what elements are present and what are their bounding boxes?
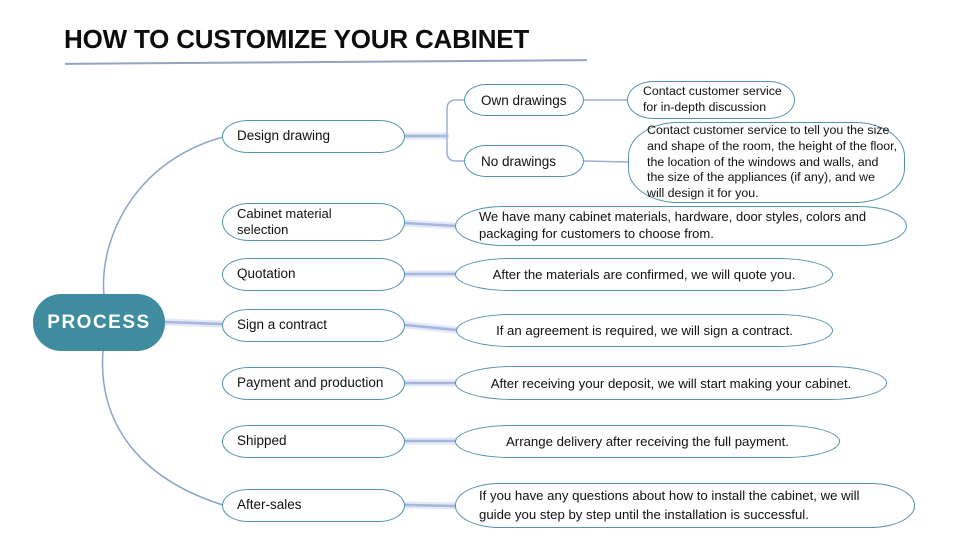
page-title: HOW TO CUSTOMIZE YOUR CABINET bbox=[64, 24, 530, 54]
bubble-payment-detail-text: After receiving your deposit, we will st… bbox=[490, 375, 852, 391]
connector-aftersales-detail bbox=[403, 503, 458, 508]
node-own-drawings: Own drawings bbox=[464, 84, 584, 116]
node-after-sales-label: After-sales bbox=[237, 497, 302, 513]
node-own-drawings-label: Own drawings bbox=[481, 92, 567, 108]
node-payment-and-production: Payment and production bbox=[222, 367, 405, 400]
connector-nodrawings-detail bbox=[583, 160, 630, 163]
node-no-drawings-label: No drawings bbox=[481, 153, 557, 169]
connector-cabinet-detail bbox=[403, 221, 458, 228]
bubble-contract-detail-text: If an agreement is required, we will sig… bbox=[496, 323, 793, 338]
node-payment-and-production-label: Payment and production bbox=[237, 375, 384, 391]
node-quotation-label: Quotation bbox=[237, 266, 296, 282]
bubble-own-drawings-detail: Contact customer service for in-depth di… bbox=[627, 81, 795, 119]
bubble-cabinet-material-detail: We have many cabinet materials, hardware… bbox=[455, 206, 907, 246]
node-quotation: Quotation bbox=[222, 258, 405, 291]
node-shipped-label: Shipped bbox=[237, 433, 287, 449]
node-after-sales: After-sales bbox=[222, 489, 405, 522]
bubble-after-sales-detail: If you have any questions about how to i… bbox=[455, 483, 915, 528]
node-cabinet-material-selection: Cabinet material selection bbox=[222, 203, 405, 241]
node-sign-a-contract-label: Sign a contract bbox=[237, 317, 328, 333]
bubble-no-drawings-detail-text: Contact customer service to tell you the… bbox=[647, 123, 898, 201]
connector-process-design bbox=[102, 136, 224, 296]
bubble-own-drawings-detail-text: Contact customer service for in-depth di… bbox=[643, 84, 782, 114]
bubble-after-sales-detail-text: If you have any questions about how to i… bbox=[479, 488, 860, 522]
node-design-drawing-label: Design drawing bbox=[237, 128, 331, 144]
bubble-quotation-detail: After the materials are confirmed, we wi… bbox=[455, 258, 833, 291]
bubble-no-drawings-detail: Contact customer service to tell you the… bbox=[628, 122, 905, 203]
bubble-quotation-detail-text: After the materials are confirmed, we wi… bbox=[492, 267, 796, 282]
node-design-drawing: Design drawing bbox=[222, 120, 405, 153]
process-root-node: PROCESS bbox=[33, 294, 165, 351]
bubble-shipped-detail-text: Arrange delivery after receiving the ful… bbox=[506, 434, 789, 449]
process-root-label: PROCESS bbox=[47, 311, 151, 333]
bubble-cabinet-material-detail-text: We have many cabinet materials, hardware… bbox=[479, 209, 867, 241]
bubble-shipped-detail: Arrange delivery after receiving the ful… bbox=[455, 425, 840, 458]
node-cabinet-material-selection-label: Cabinet material selection bbox=[237, 205, 332, 237]
bracket-design-options bbox=[446, 99, 465, 162]
connector-process-contract bbox=[164, 320, 223, 326]
connector-process-aftersales bbox=[101, 350, 224, 506]
node-shipped: Shipped bbox=[222, 425, 405, 458]
node-sign-a-contract: Sign a contract bbox=[222, 309, 405, 342]
node-no-drawings: No drawings bbox=[464, 145, 584, 177]
bubble-payment-detail: After receiving your deposit, we will st… bbox=[455, 366, 887, 400]
connector-contract-detail bbox=[403, 323, 459, 332]
bubble-contract-detail: If an agreement is required, we will sig… bbox=[456, 314, 833, 347]
